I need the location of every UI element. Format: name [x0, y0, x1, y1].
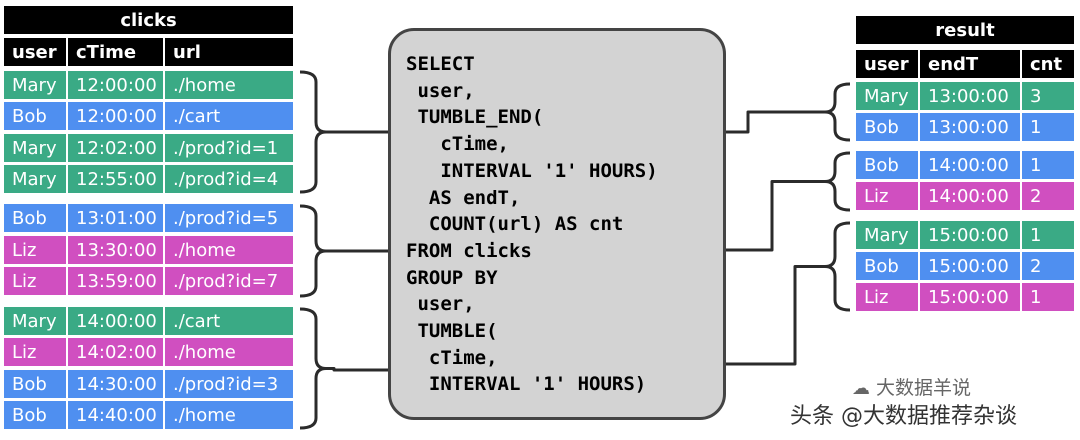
user-cell: Mary	[856, 221, 918, 249]
endt-cell: 14:00:00	[920, 151, 1020, 179]
ctime-cell: 14:30:00	[68, 370, 163, 398]
ctime-cell: 12:55:00	[68, 165, 163, 193]
user-cell: Liz	[4, 236, 66, 264]
url-cell: ./home	[165, 71, 293, 99]
endt-cell: 15:00:00	[920, 283, 1020, 311]
url-cell: ./prod?id=3	[165, 370, 293, 398]
endt-cell: 13:00:00	[920, 82, 1020, 110]
clicks-window-1-bracket	[299, 70, 327, 194]
user-cell: Bob	[856, 113, 918, 141]
cnt-cell: 2	[1022, 182, 1074, 210]
sql-line: cTime,	[406, 346, 498, 369]
user-cell: Bob	[4, 102, 66, 130]
result-header-endT: endT	[920, 50, 1020, 78]
result-window-3-link	[726, 265, 825, 366]
endt-cell: 13:00:00	[920, 113, 1020, 141]
ctime-cell: 14:00:00	[68, 307, 163, 335]
clicks-window-3-bracket	[299, 307, 327, 430]
sql-line: user,	[406, 79, 475, 102]
clicks-window-3-bracket-link	[326, 367, 388, 372]
watermark-caption: 头条 @大数据推荐杂谈	[790, 404, 1017, 429]
result-window-2-bracket	[824, 151, 851, 212]
user-cell: Liz	[856, 283, 918, 311]
sql-line: FROM clicks	[406, 239, 532, 262]
cnt-cell: 1	[1022, 151, 1074, 179]
cnt-cell: 1	[1022, 283, 1074, 311]
result-window-1-link	[726, 110, 825, 134]
result-header-cnt: cnt	[1022, 50, 1074, 78]
url-cell: ./prod?id=4	[165, 165, 293, 193]
sql-line: TUMBLE(	[406, 320, 498, 342]
sql-line: user,	[406, 293, 475, 316]
sql-line: INTERVAL '1' HOURS)	[406, 159, 658, 182]
cnt-cell: 2	[1022, 252, 1074, 280]
clicks-header-user: user	[4, 38, 66, 66]
sql-line: cTime,	[406, 133, 509, 156]
ctime-cell: 13:01:00	[68, 204, 163, 232]
endt-cell: 15:00:00	[920, 221, 1020, 249]
url-cell: ./prod?id=7	[165, 267, 293, 295]
url-cell: ./home	[165, 338, 293, 366]
watermark-logo-text: 大数据羊说	[876, 377, 972, 399]
sql-line: INTERVAL '1' HOURS)	[406, 373, 647, 396]
url-cell: ./home	[165, 401, 293, 429]
ctime-cell: 13:30:00	[68, 236, 163, 264]
result-table-title: result	[856, 16, 1074, 44]
user-cell: Mary	[4, 71, 66, 99]
url-cell: ./home	[165, 236, 293, 264]
result-header-user: user	[856, 50, 918, 78]
sql-line: AS endT,	[406, 186, 521, 209]
sql-line: GROUP BY	[406, 266, 498, 289]
sql-query-box: SELECT user, TUMBLE_END( cTime, INTERVAL…	[388, 28, 726, 420]
user-cell: Bob	[856, 252, 918, 280]
clicks-window-2-bracket	[299, 204, 327, 298]
sql-line: SELECT	[406, 53, 475, 75]
cnt-cell: 3	[1022, 82, 1074, 110]
user-cell: Bob	[4, 370, 66, 398]
user-cell: Mary	[856, 82, 918, 110]
clicks-header-url: url	[165, 38, 293, 66]
ctime-cell: 12:00:00	[68, 71, 163, 99]
user-cell: Bob	[856, 151, 918, 179]
sql-line: TUMBLE_END(	[406, 106, 544, 129]
url-cell: ./cart	[165, 307, 293, 335]
url-cell: ./cart	[165, 102, 293, 130]
sql-line: COUNT(url) AS cnt	[406, 213, 624, 236]
user-cell: Mary	[4, 134, 66, 162]
user-cell: Mary	[4, 165, 66, 193]
watermark-logo: ☁ 大数据羊说	[852, 373, 971, 400]
cnt-cell: 1	[1022, 113, 1074, 141]
user-cell: Bob	[4, 401, 66, 429]
ctime-cell: 14:40:00	[68, 401, 163, 429]
url-cell: ./prod?id=5	[165, 204, 293, 232]
clicks-table-title: clicks	[4, 6, 293, 34]
user-cell: Bob	[4, 204, 66, 232]
ctime-cell: 12:00:00	[68, 102, 163, 130]
endt-cell: 14:00:00	[920, 182, 1020, 210]
ctime-cell: 14:02:00	[68, 338, 163, 366]
user-cell: Mary	[4, 307, 66, 335]
ctime-cell: 12:02:00	[68, 134, 163, 162]
ctime-cell: 13:59:00	[68, 267, 163, 295]
user-cell: Liz	[4, 338, 66, 366]
user-cell: Liz	[4, 267, 66, 295]
endt-cell: 15:00:00	[920, 252, 1020, 280]
result-window-3-bracket	[824, 221, 851, 312]
result-window-2-link	[726, 180, 825, 252]
wechat-icon: ☁	[852, 378, 870, 399]
result-window-1-bracket	[824, 82, 851, 142]
clicks-header-cTime: cTime	[68, 38, 163, 66]
user-cell: Liz	[856, 182, 918, 210]
cnt-cell: 1	[1022, 221, 1074, 249]
url-cell: ./prod?id=1	[165, 134, 293, 162]
